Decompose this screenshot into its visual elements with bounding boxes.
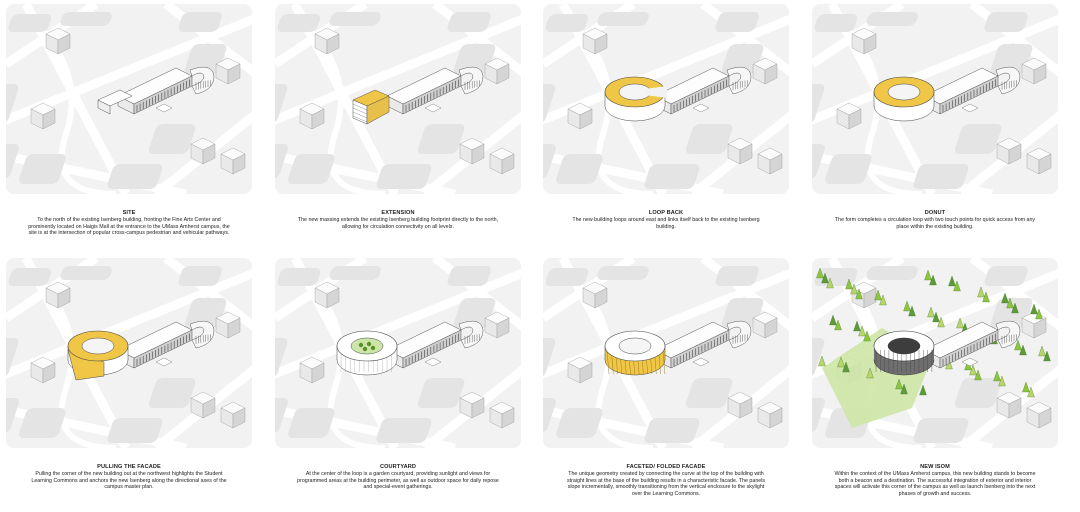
panel-title: EXTENSION — [381, 210, 415, 216]
panel-description: To the north of the existing Isenberg bu… — [28, 217, 230, 237]
isometric-diagram-site — [6, 4, 252, 194]
panel-title: NEW ISOM — [920, 464, 950, 470]
new-building-massing — [604, 330, 666, 376]
site-context-map — [6, 258, 252, 448]
isometric-diagram-new-isom — [812, 258, 1058, 448]
panel-description: The new building loops around east and l… — [572, 217, 760, 230]
new-building-massing — [97, 89, 133, 115]
panel-title: FACETED/ FOLDED FACADE — [626, 464, 706, 470]
site-context-map — [812, 258, 1058, 448]
panel-description: At the center of the loop is a garden co… — [297, 471, 499, 491]
new-building-massing — [604, 76, 667, 122]
panel-title: COURTYARD — [379, 464, 417, 470]
panel-title: DONUT — [924, 210, 946, 216]
isometric-diagram-courtyard — [275, 258, 521, 448]
panel-title: SITE — [122, 210, 136, 216]
isometric-diagram-loop-back — [543, 4, 789, 194]
panel-description: The new massing extends the existing Ise… — [297, 217, 499, 230]
existing-isenberg-building — [654, 66, 752, 115]
panel-title: PULLING THE FACADE — [97, 464, 161, 470]
panel-description: The form completes a circulation loop wi… — [834, 217, 1036, 230]
site-context-map — [812, 4, 1058, 194]
new-building-massing — [67, 330, 129, 381]
site-context-map — [6, 4, 252, 194]
panel-description: Pulling the corner of the new building o… — [31, 471, 227, 491]
isometric-diagram-extension — [275, 4, 521, 194]
new-building-massing — [352, 89, 390, 125]
new-building-massing — [873, 76, 935, 122]
isometric-diagram-faceted-folded-facade — [543, 258, 789, 448]
panel-title: LOOP BACK — [648, 210, 684, 216]
isometric-diagram-pulling-the-facade — [6, 258, 252, 448]
site-context-map — [543, 4, 789, 194]
isometric-diagram-donut — [812, 4, 1058, 194]
new-building-massing — [873, 330, 935, 376]
panel-description: The unique geometry created by connectin… — [566, 471, 766, 497]
existing-isenberg-building — [386, 66, 484, 115]
new-building-massing — [336, 330, 398, 376]
site-context-map — [275, 4, 521, 194]
existing-isenberg-building — [923, 66, 1021, 115]
panel-description: Within the context of the UMass Amherst … — [834, 471, 1036, 497]
